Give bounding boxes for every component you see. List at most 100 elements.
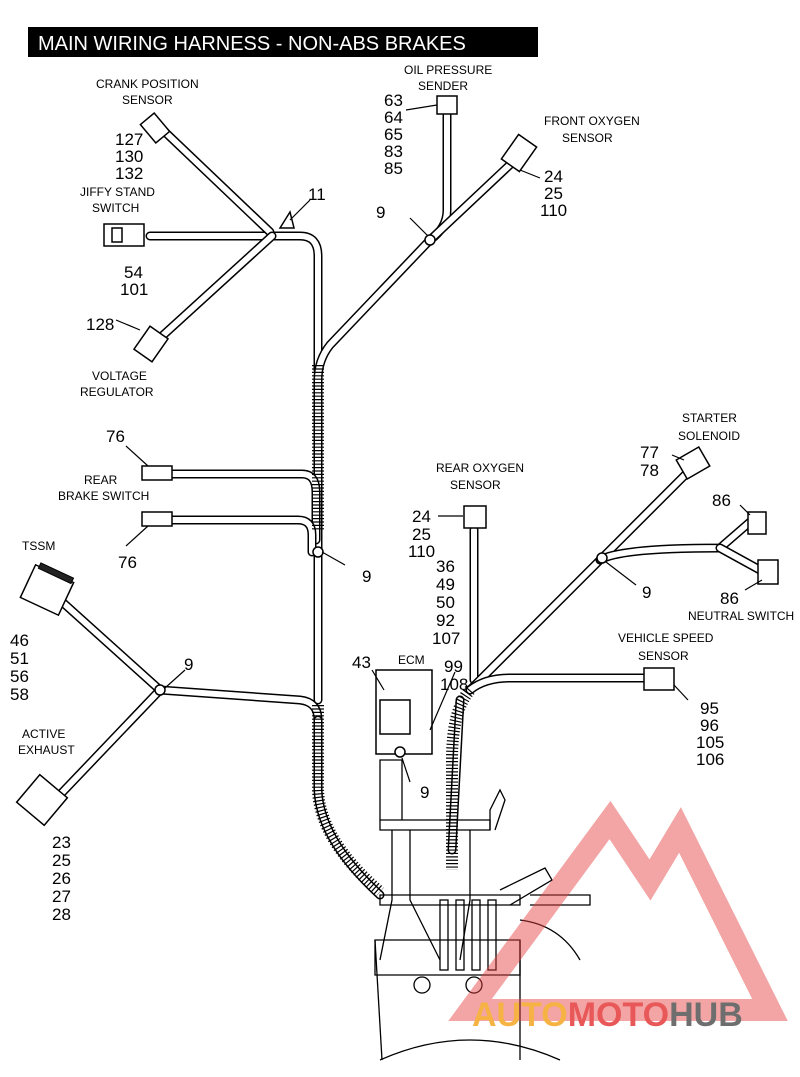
tie-left-ref: 9 <box>184 655 193 674</box>
crank-sensor-ref-1: 127 <box>115 130 143 149</box>
front-oxygen-label-1: FRONT OXYGEN <box>544 114 640 128</box>
front-oxygen-label-2: SENSOR <box>562 131 613 145</box>
oil-pressure-label-1: OIL PRESSURE <box>404 63 492 77</box>
active-exhaust-label-2: EXHAUST <box>18 743 75 757</box>
tssm-label: TSSM <box>22 539 55 553</box>
rear-brake-label-1: REAR <box>84 473 118 487</box>
neutral-switch-ref-bottom: 86 <box>720 589 739 608</box>
front-oxygen-ref-3: 110 <box>540 201 567 220</box>
diagram-title: MAIN WIRING HARNESS - NON-ABS BRAKES <box>38 33 466 55</box>
rear-brake-ref-bottom: 76 <box>118 553 137 572</box>
jiffy-stand-connector[interactable] <box>103 223 145 247</box>
ecm-label: ECM <box>398 653 425 667</box>
ecm-list-ref-4: 92 <box>436 611 455 630</box>
active-exhaust-ref-4: 27 <box>52 887 71 906</box>
rear-brake-label-2: BRAKE SWITCH <box>58 489 149 503</box>
title-bar <box>28 27 538 57</box>
rear-oxygen-ref-2: 25 <box>412 525 431 544</box>
active-exhaust-ref-2: 25 <box>52 851 71 870</box>
neutral-switch-label: NEUTRAL SWITCH <box>688 609 794 623</box>
connectors <box>15 95 779 827</box>
jiffy-stand-ref-1: 54 <box>124 263 143 282</box>
vehicle-speed-ref-2: 96 <box>700 716 719 735</box>
front-oxygen-ref-2: 25 <box>544 184 563 203</box>
crank-sensor-connector[interactable] <box>139 111 171 145</box>
active-exhaust-label-1: ACTIVE <box>22 727 65 741</box>
active-exhaust-connector[interactable] <box>15 773 69 827</box>
starter-solenoid-ref-2: 78 <box>640 461 659 480</box>
clip-11-ref: 11 <box>308 185 326 204</box>
vehicle-speed-sensor-connector[interactable] <box>643 667 675 691</box>
neutral-switch-ref-top: 86 <box>712 491 731 510</box>
oil-pressure-label-2: SENDER <box>418 79 468 93</box>
vehicle-speed-ref-1: 95 <box>700 699 719 718</box>
leader-lines <box>115 104 763 783</box>
ecm-list-ref-5: 107 <box>432 629 460 648</box>
ecm-list-ref-2: 49 <box>436 575 455 594</box>
rear-brake-switch-connector-bottom[interactable] <box>141 511 173 527</box>
vehicle-speed-ref-3: 105 <box>696 733 724 752</box>
front-oxygen-ref-1: 24 <box>544 167 563 186</box>
tssm-ref-3: 56 <box>10 667 29 686</box>
active-exhaust-ref-1: 23 <box>52 833 71 852</box>
jiffy-stand-ref-2: 101 <box>120 280 148 299</box>
voltage-regulator-label-1: VOLTAGE <box>92 369 147 383</box>
vehicle-speed-label-1: VEHICLE SPEED <box>618 631 714 645</box>
active-exhaust-ref-3: 26 <box>52 869 71 888</box>
starter-solenoid-ref-1: 77 <box>640 443 659 462</box>
tssm-ref-1: 46 <box>10 631 29 650</box>
conduit-sleeves <box>312 365 475 897</box>
frame-structure <box>374 759 591 1061</box>
ecm-ref-left: 43 <box>352 653 371 672</box>
rear-brake-switch-connector-top[interactable] <box>141 465 173 481</box>
oil-pressure-ref-5: 85 <box>384 159 403 178</box>
vehicle-speed-label-2: SENSOR <box>638 649 689 663</box>
jiffy-stand-label-1: JIFFY STAND <box>80 185 155 199</box>
rear-oxygen-ref-3: 110 <box>408 542 435 561</box>
oil-pressure-ref-2: 64 <box>384 108 403 127</box>
oil-pressure-ref-1: 63 <box>384 91 403 110</box>
starter-solenoid-label-2: SOLENOID <box>678 429 740 443</box>
tie-strap-front <box>424 234 436 246</box>
crank-sensor-label-2: SENSOR <box>122 93 173 107</box>
ecm-ref-right-1: 99 <box>444 657 463 676</box>
tie-strap-left <box>154 684 166 696</box>
ecm-ref-right-2: 108 <box>440 675 468 694</box>
front-oxygen-connector[interactable] <box>500 133 538 173</box>
harness-wires <box>50 107 765 900</box>
ecm-ref-tie: 9 <box>420 783 429 802</box>
watermark-logo: AUTOMOTOHUB <box>448 800 788 1034</box>
neutral-switch-connector-bottom[interactable] <box>757 559 779 585</box>
tie-strap-right <box>596 552 608 564</box>
tie-front-ref: 9 <box>376 203 385 222</box>
active-exhaust-ref-5: 28 <box>52 905 71 924</box>
crank-sensor-ref-3: 132 <box>115 164 143 183</box>
jiffy-stand-label-2: SWITCH <box>92 201 139 215</box>
oil-pressure-ref-3: 65 <box>384 125 403 144</box>
oil-pressure-sender-connector[interactable] <box>436 95 458 115</box>
tssm-ref-2: 51 <box>10 649 29 668</box>
tie-strap-ecm <box>394 746 406 758</box>
crank-sensor-ref-2: 130 <box>115 147 143 166</box>
tssm-ref-4: 58 <box>10 685 29 704</box>
tie-strap-mid <box>312 546 324 558</box>
starter-solenoid-connector[interactable] <box>675 445 711 481</box>
tie-right-ref: 9 <box>642 583 651 602</box>
ecm-list-ref-3: 50 <box>436 593 455 612</box>
crank-sensor-label-1: CRANK POSITION <box>96 77 199 91</box>
ecm-list-ref-1: 36 <box>436 557 455 576</box>
tie-mid-ref: 9 <box>362 567 371 586</box>
voltage-regulator-connector[interactable] <box>132 325 170 363</box>
voltage-regulator-ref: 128 <box>86 315 114 334</box>
watermark-triangle-icon <box>448 800 788 1021</box>
voltage-regulator-label-2: REGULATOR <box>80 385 154 399</box>
starter-solenoid-label-1: STARTER <box>682 411 737 425</box>
vehicle-speed-ref-4: 106 <box>696 750 724 769</box>
neutral-switch-connector-top[interactable] <box>747 511 767 535</box>
clip-11[interactable] <box>278 210 295 229</box>
rear-oxygen-label-1: REAR OXYGEN <box>436 461 524 475</box>
rear-oxygen-connector[interactable] <box>463 505 487 529</box>
rear-brake-ref-top: 76 <box>106 427 125 446</box>
oil-pressure-ref-4: 83 <box>384 142 403 161</box>
